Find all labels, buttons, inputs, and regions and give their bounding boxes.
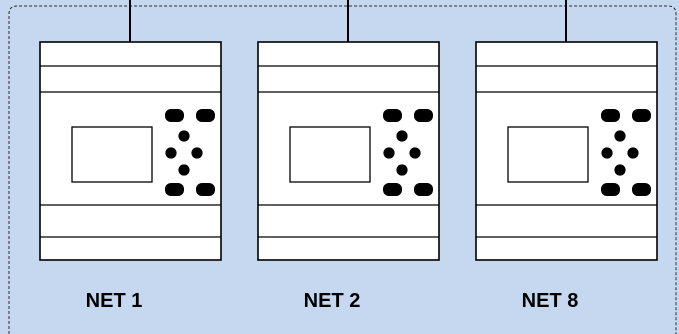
network-boundary xyxy=(8,5,677,334)
keypad-dot xyxy=(627,147,639,159)
keypad-dot xyxy=(409,147,421,159)
lcd-display-icon xyxy=(71,126,153,183)
keypad-button xyxy=(383,183,402,196)
keypad-button xyxy=(196,109,215,122)
keypad-dot xyxy=(191,147,203,159)
keypad-dot xyxy=(601,147,613,159)
keypad-button xyxy=(601,109,620,122)
module-body xyxy=(39,41,222,261)
keypad-button xyxy=(165,183,184,196)
keypad-dot xyxy=(396,130,408,142)
keypad-button xyxy=(196,183,215,196)
keypad-button xyxy=(601,183,620,196)
keypad-icon xyxy=(601,109,651,196)
device-label-net-1: NET 1 xyxy=(85,290,143,312)
keypad-button xyxy=(165,109,184,122)
keypad-dot xyxy=(614,164,626,176)
keypad-dot xyxy=(178,164,190,176)
keypad-dot xyxy=(396,164,408,176)
keypad-button xyxy=(383,109,402,122)
keypad-button xyxy=(414,183,433,196)
plc-module-icon xyxy=(475,0,658,261)
device-label-net-2: NET 2 xyxy=(303,290,361,312)
keypad-dot xyxy=(614,130,626,142)
keypad-dot xyxy=(383,147,395,159)
keypad-button xyxy=(632,109,651,122)
lcd-display-icon xyxy=(507,126,589,183)
keypad-dot xyxy=(165,147,177,159)
keypad-button xyxy=(632,183,651,196)
plc-module-icon xyxy=(257,0,440,261)
keypad-button xyxy=(414,109,433,122)
keypad-icon xyxy=(165,109,215,196)
plc-module-icon xyxy=(39,0,222,261)
lcd-display-icon xyxy=(289,126,371,183)
keypad-dot xyxy=(178,130,190,142)
keypad-icon xyxy=(383,109,433,196)
device-label-net-8: NET 8 xyxy=(521,290,579,312)
